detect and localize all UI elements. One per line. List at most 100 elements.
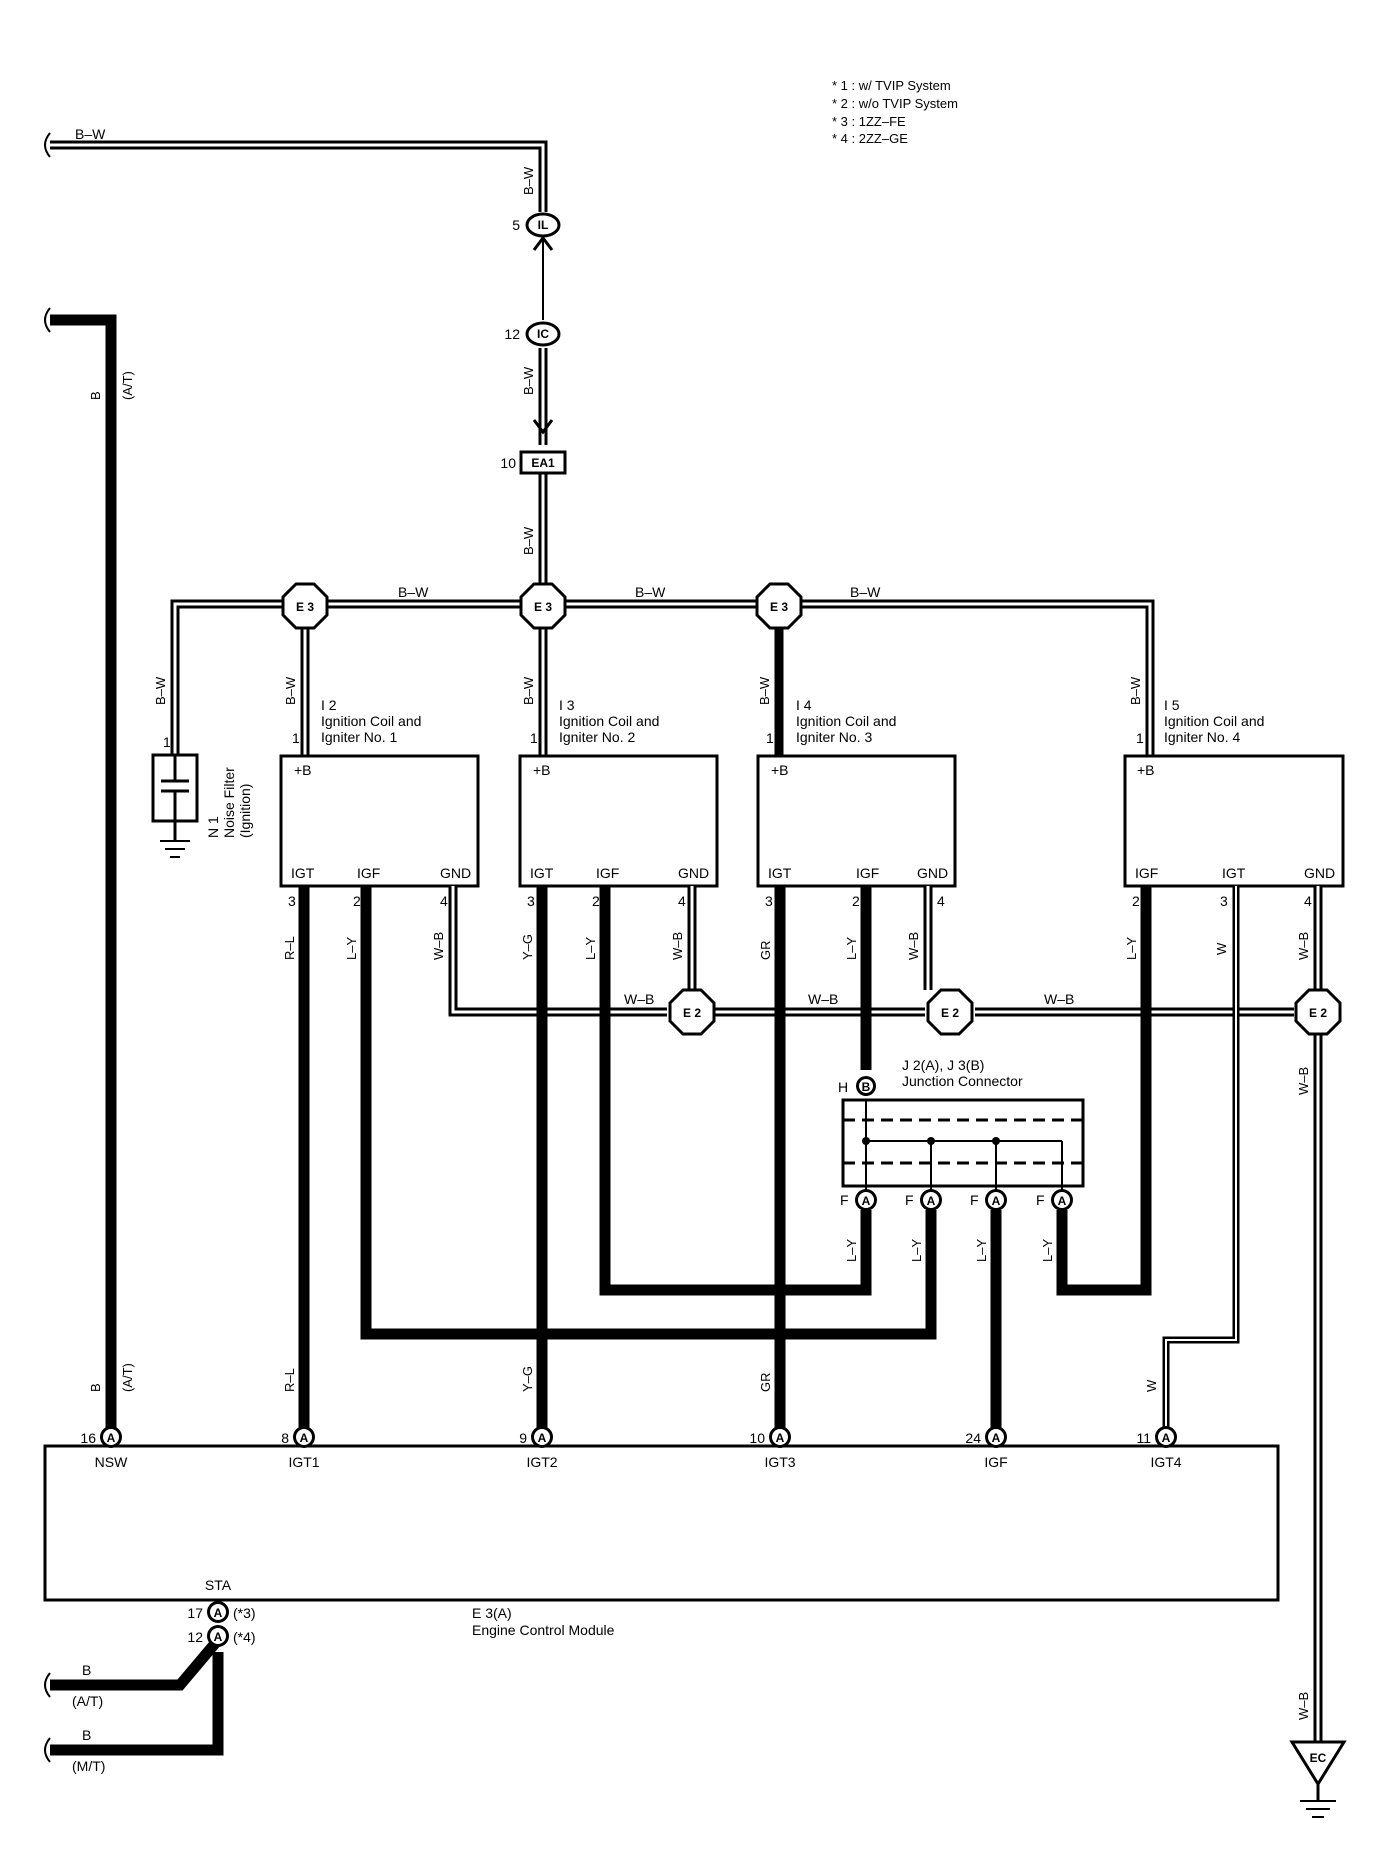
svg-text:24: 24 — [965, 1430, 981, 1446]
svg-text:A: A — [1058, 1194, 1067, 1208]
svg-text:1: 1 — [766, 730, 774, 746]
nf-wire-label: B–W — [153, 676, 168, 705]
svg-text:Ignition Coil and: Ignition Coil and — [321, 713, 421, 729]
nsw-wire-label-b: B — [88, 391, 103, 400]
gnd2-label: W–B — [670, 932, 685, 960]
nsw-wire-label-at: (A/T) — [120, 371, 135, 400]
svg-text:Igniter No. 4: Igniter No. 4 — [1164, 729, 1240, 745]
ground-icon — [1300, 1800, 1336, 1818]
svg-text:+B: +B — [1137, 762, 1155, 778]
ignition-coil-2: I 3 Ignition Coil and Igniter No. 2 1 +B… — [518, 697, 719, 909]
svg-text:(*4): (*4) — [233, 1629, 256, 1645]
igf4-label: L–Y — [1124, 937, 1139, 960]
igt3-label: GR — [758, 941, 773, 961]
gnd4-label: W–B — [1296, 932, 1311, 960]
jf4-label: L–Y — [1040, 1239, 1055, 1262]
ecm-name: Engine Control Module — [472, 1622, 615, 1638]
svg-text:3: 3 — [288, 893, 296, 909]
ec-wire-label-1: W–B — [1296, 1067, 1311, 1095]
noise-filter: 1 N 1 Noise Filter (Ignition) — [151, 734, 253, 858]
jb-pin: H — [838, 1079, 848, 1095]
top-wire-vlabel: B–W — [521, 166, 536, 195]
ignition-coil-4: I 5 Ignition Coil and Igniter No. 4 1 +B… — [1123, 697, 1345, 909]
svg-text:17: 17 — [187, 1605, 203, 1621]
svg-text:IGT: IGT — [1222, 865, 1246, 881]
svg-text:GND: GND — [440, 865, 471, 881]
nsw-wire-label-b2: B — [88, 1383, 103, 1392]
note-1: * 1 : w/ TVIP System — [832, 78, 951, 93]
svg-text:2: 2 — [852, 893, 860, 909]
svg-text:1: 1 — [292, 730, 300, 746]
sta-at-label: (A/T) — [72, 1693, 103, 1709]
svg-text:IGT: IGT — [530, 865, 554, 881]
svg-text:IGT3: IGT3 — [764, 1454, 795, 1470]
svg-text:NSW: NSW — [95, 1454, 128, 1470]
wb-ground-wires — [448, 886, 1323, 1742]
noise-filter-sub: (Ignition) — [237, 784, 253, 838]
signal-wires — [298, 886, 1152, 1432]
ic-wire-vlabel: B–W — [521, 366, 536, 395]
ecm-pin-igt2: A 9 IGT2 — [519, 1426, 558, 1470]
gnd1-label: W–B — [431, 932, 446, 960]
ignition-coil-1: I 2 Ignition Coil and Igniter No. 1 1 +B… — [279, 697, 480, 909]
svg-text:4: 4 — [937, 893, 945, 909]
svg-text:IGT: IGT — [768, 865, 792, 881]
svg-text:A: A — [300, 1431, 309, 1445]
igt1-label-2: R–L — [282, 1368, 297, 1392]
svg-text:2: 2 — [1132, 893, 1140, 909]
ecm-id: E 3(A) — [472, 1605, 512, 1621]
sta-at-b: B — [82, 1662, 91, 1678]
top-bw-wire — [44, 132, 554, 592]
igt2-label: Y–G — [520, 934, 535, 960]
engine-control-module: A 16 NSW A 8 IGT1 A 9 IGT2 A 10 IGT3 A 2… — [43, 1426, 1280, 1638]
svg-text:E 3: E 3 — [770, 600, 788, 614]
connector-ea1: EA1 10 — [500, 450, 567, 475]
igt4-wire — [1162, 886, 1240, 1432]
nsw-wire-label-at2: (A/T) — [120, 1363, 135, 1392]
svg-text:4: 4 — [678, 893, 686, 909]
svg-text:I 3: I 3 — [559, 697, 575, 713]
svg-text:A: A — [107, 1431, 116, 1445]
bus-label-3: B–W — [850, 584, 881, 600]
svg-text:IC: IC — [537, 327, 549, 341]
svg-text:10: 10 — [749, 1430, 765, 1446]
svg-text:2: 2 — [592, 893, 600, 909]
e2-bus-label-2: W–B — [808, 991, 838, 1007]
junction-connector: J 2(A), J 3(B) Junction Connector B H A … — [838, 1057, 1085, 1211]
svg-text:IGT4: IGT4 — [1150, 1454, 1181, 1470]
svg-text:3: 3 — [527, 893, 535, 909]
svg-text:GND: GND — [1304, 865, 1335, 881]
svg-text:Igniter No. 1: Igniter No. 1 — [321, 729, 397, 745]
gnd3-label: W–B — [906, 932, 921, 960]
svg-text:2: 2 — [353, 893, 361, 909]
svg-text:IGF: IGF — [1135, 865, 1158, 881]
sta-pins: A 17 (*3) A 12 (*4) — [187, 1601, 256, 1647]
ea1-pin: 10 — [500, 455, 516, 471]
ecm-pin-igt3: A 10 IGT3 — [749, 1426, 796, 1470]
junction-name: Junction Connector — [902, 1073, 1023, 1089]
svg-text:F: F — [905, 1192, 914, 1208]
ec-ground: EC — [1289, 1740, 1347, 1818]
svg-text:+B: +B — [533, 762, 551, 778]
svg-text:IGT: IGT — [291, 865, 315, 881]
e2-joint-1: E 2 — [668, 988, 716, 1036]
noise-filter-name: Noise Filter — [221, 767, 237, 838]
svg-text:E 2: E 2 — [1309, 1006, 1327, 1020]
igf1-label: L–Y — [344, 937, 359, 960]
svg-text:F: F — [970, 1192, 979, 1208]
svg-text:Igniter No. 3: Igniter No. 3 — [796, 729, 872, 745]
svg-text:A: A — [992, 1431, 1001, 1445]
svg-text:E 2: E 2 — [683, 1006, 701, 1020]
svg-text:16: 16 — [80, 1430, 96, 1446]
e2-bus-label-1: W–B — [624, 991, 654, 1007]
connector-il: IL 5 — [512, 212, 561, 238]
igt2-label-2: Y–G — [520, 1366, 535, 1392]
noise-filter-pin: 1 — [163, 734, 171, 750]
svg-text:GND: GND — [917, 865, 948, 881]
svg-text:12: 12 — [187, 1629, 203, 1645]
svg-text:+B: +B — [771, 762, 789, 778]
svg-text:Ignition Coil and: Ignition Coil and — [559, 713, 659, 729]
svg-text:A: A — [992, 1194, 1001, 1208]
svg-text:IGF: IGF — [856, 865, 879, 881]
